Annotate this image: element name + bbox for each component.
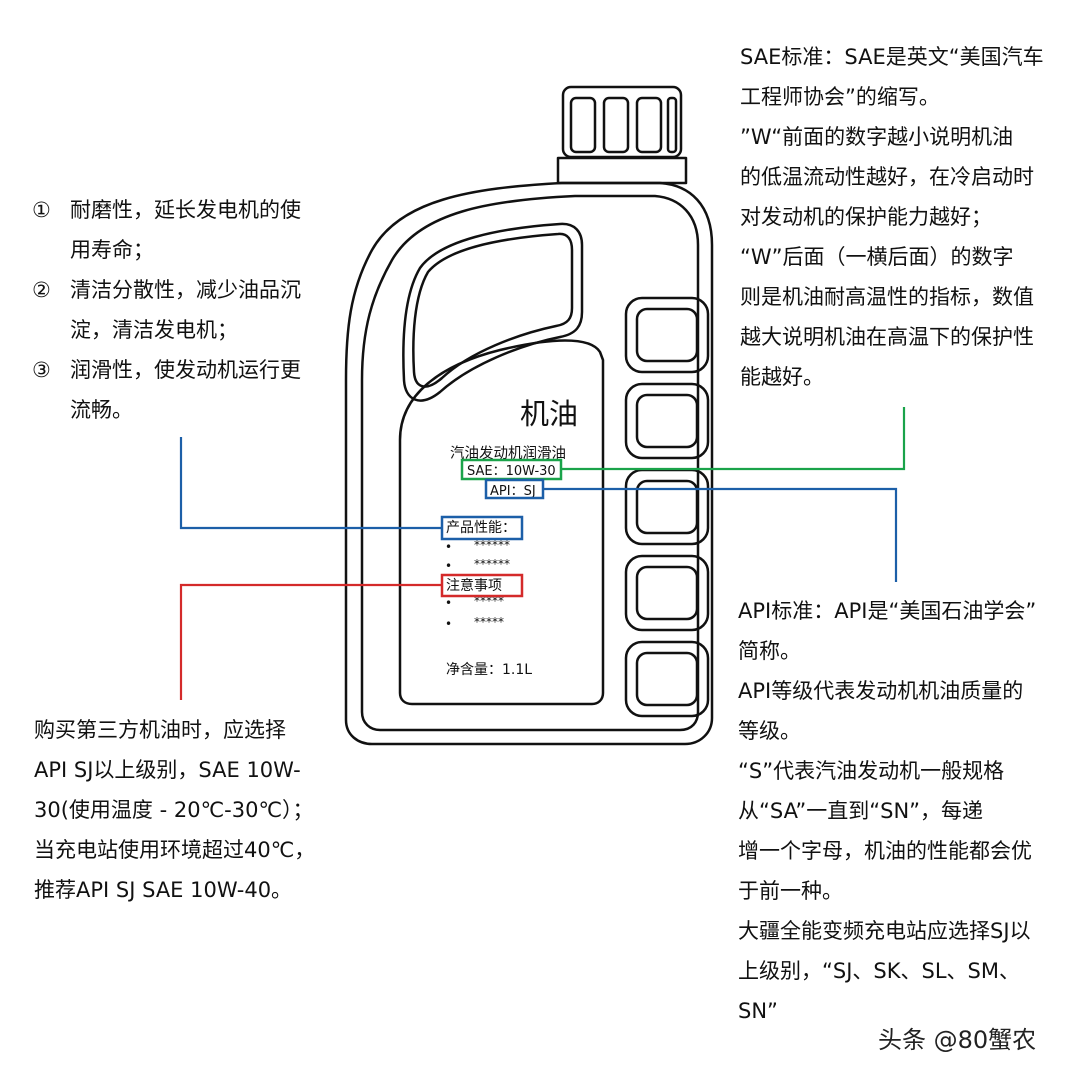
feature-number: ② (32, 278, 51, 302)
bottle-body (344, 181, 714, 746)
api-explanation-line: 于前一种。 (738, 879, 843, 903)
label-bullet: • (445, 559, 452, 573)
sae-explanation: SAE标准：SAE是英文“美国汽车 工程师协会”的缩写。 ”W“前面的数字越小说… (740, 37, 1070, 397)
label-performance-item: ****** (474, 538, 510, 552)
feature-item: ③ 润滑性，使发动机运行更 流畅。 (32, 350, 332, 430)
label-subtitle: 汽油发动机润滑油 (450, 445, 566, 462)
api-explanation-line: 等级。 (738, 719, 801, 743)
label-caution-item: ***** (474, 615, 504, 629)
sae-explanation-line: 的低温流动性越好，在冷启动时 (740, 165, 1034, 189)
label-bullet: • (445, 540, 452, 554)
sae-explanation-line: 工程师协会”的缩写。 (740, 85, 940, 109)
api-explanation-line: API标准：API是“美国石油学会” (738, 599, 1037, 623)
api-explanation-line: 增一个字母，机油的性能都会优 (738, 839, 1032, 863)
sae-explanation-line: SAE标准：SAE是英文“美国汽车 (740, 45, 1044, 69)
watermark: 头条 @80蟹农 (878, 1026, 1037, 1054)
purchase-note-line: 30(使用温度 - 20℃-30℃）； (34, 798, 314, 822)
label-sae: SAE：10W-30 (467, 464, 556, 479)
label-performance-item: ****** (474, 557, 510, 571)
label-net-content: 净含量：1.1L (446, 662, 532, 678)
feature-line: 清洁分散性，减少油品沉 (70, 278, 301, 302)
feature-line: 耐磨性，延长发电机的使 (70, 198, 301, 222)
bottle-handle-hole (402, 222, 584, 402)
label-caution-heading: 注意事项 (446, 577, 502, 594)
bottle-outline (344, 85, 714, 746)
sae-explanation-line: ”W“前面的数字越小说明机油 (740, 125, 1014, 149)
sae-explanation-line: 则是机油耐高温性的指标，数值 (740, 285, 1034, 309)
label-bullet: • (445, 617, 452, 631)
feature-number: ③ (32, 358, 51, 382)
api-explanation-line: 简称。 (738, 639, 801, 663)
api-explanation-line: SN” (738, 999, 778, 1023)
api-explanation-line: 大疆全能变频充电站应选择SJ以 (738, 919, 1031, 943)
sae-callout-line (561, 407, 906, 471)
label-bullet: • (445, 596, 452, 610)
sae-explanation-line: 越大说明机油在高温下的保护性 (740, 325, 1034, 349)
api-callout-line (543, 487, 898, 582)
purchase-note-line: 推荐API SJ SAE 10W-40。 (34, 878, 293, 902)
feature-line: 淀，清洁发电机； (70, 318, 238, 342)
feature-number: ① (32, 198, 51, 222)
features-list: ① 耐磨性，延长发电机的使 用寿命； ② 清洁分散性，减少油品沉 淀，清洁发电机… (32, 190, 332, 430)
label-api: API：SJ (490, 484, 536, 499)
api-explanation-line: API等级代表发动机机油质量的 (738, 679, 1024, 703)
purchase-note-line: 当充电站使用环境超过40℃， (34, 838, 316, 862)
api-explanation-line: 上级别，“SJ、SK、SL、SM、 (738, 959, 1020, 983)
performance-callout-line (179, 437, 442, 530)
feature-item: ② 清洁分散性，减少油品沉 淀，清洁发电机； (32, 270, 332, 350)
purchase-note-line: 购买第三方机油时，应选择 (34, 718, 286, 742)
label-caution-item: ***** (474, 594, 504, 608)
purchase-note: 购买第三方机油时，应选择 API SJ以上级别，SAE 10W- 30(使用温度… (34, 710, 334, 910)
feature-item: ① 耐磨性，延长发电机的使 用寿命； (32, 190, 332, 270)
sae-explanation-line: “W”后面（一横后面）的数字 (740, 245, 1014, 269)
sae-explanation-line: 能越好。 (740, 365, 824, 389)
bottle-label-panel (398, 339, 605, 706)
feature-line: 润滑性，使发动机运行更 (70, 358, 301, 382)
caution-callout-line (179, 583, 442, 700)
purchase-note-line: API SJ以上级别，SAE 10W- (34, 758, 301, 782)
label-performance-heading: 产品性能： (446, 520, 516, 536)
feature-line: 流畅。 (70, 398, 133, 422)
label-title: 机油 (520, 397, 578, 431)
api-explanation-line: “S”代表汽油发动机一般规格 (738, 759, 1005, 783)
sae-explanation-line: 对发动机的保护能力越好； (740, 205, 992, 229)
feature-line: 用寿命； (70, 238, 154, 262)
api-explanation-line: 从“SA”一直到“SN”，每递 (738, 799, 984, 823)
api-explanation: API标准：API是“美国石油学会” 简称。 API等级代表发动机机油质量的 等… (738, 591, 1073, 1031)
